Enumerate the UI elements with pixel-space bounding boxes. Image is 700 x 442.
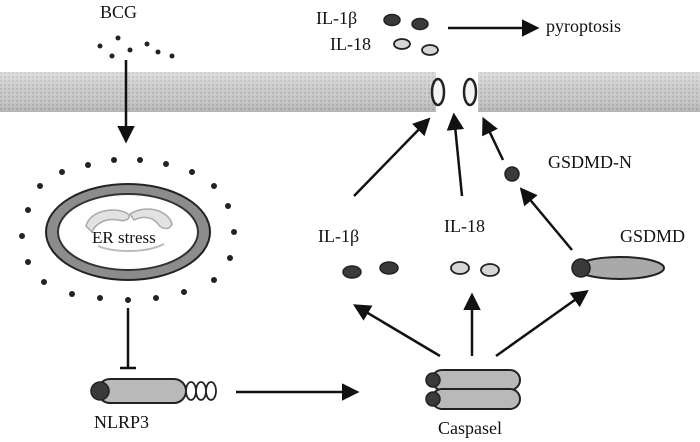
label-pyroptosis: pyroptosis: [546, 16, 622, 36]
label-bcg: BCG: [100, 2, 138, 22]
label-il18-top: IL-18: [330, 34, 371, 54]
arrow-gsdmdn-to-pore: [482, 116, 505, 161]
gsdmd-n-particle: [504, 166, 520, 182]
bcg-particles: [97, 35, 175, 59]
label-gsdmd: GSDMD: [620, 226, 686, 246]
er-surrounding-dots: [19, 157, 237, 303]
label-er-stress: ER stress: [92, 228, 156, 247]
arrow-gsdmd-to-gsdmdn: [519, 187, 573, 251]
inhibition-er-to-nlrp3: [120, 308, 136, 370]
endoplasmic-reticulum-icon: [45, 183, 211, 281]
arrow-il18-to-pore: [446, 112, 465, 197]
il18-particles-mid: [450, 261, 500, 277]
label-nlrp3: NLRP3: [94, 412, 150, 432]
nlrp3-protein-icon: [90, 378, 217, 404]
label-il18-mid: IL-18: [444, 216, 485, 236]
arrow-caspase-to-gsdmd: [495, 289, 589, 358]
label-il1b-top: IL-1β: [316, 8, 358, 28]
membrane-pore-icon: [430, 77, 478, 107]
gsdmd-protein-icon: [571, 256, 665, 280]
caspase1-dimer-icon: [425, 369, 521, 410]
il18-particles-top: [393, 38, 439, 56]
label-gsdmd-n: GSDMD-N: [548, 152, 633, 172]
arrow-caspase-to-il1b: [352, 304, 441, 358]
arrow-il1b-to-pore: [353, 117, 431, 197]
label-il1b-mid: IL-1β: [318, 226, 360, 246]
il1b-particles-top: [383, 13, 429, 31]
il1b-particles-mid: [342, 261, 399, 279]
label-caspase: Caspasel: [438, 418, 502, 438]
cell-membrane: [0, 72, 700, 112]
